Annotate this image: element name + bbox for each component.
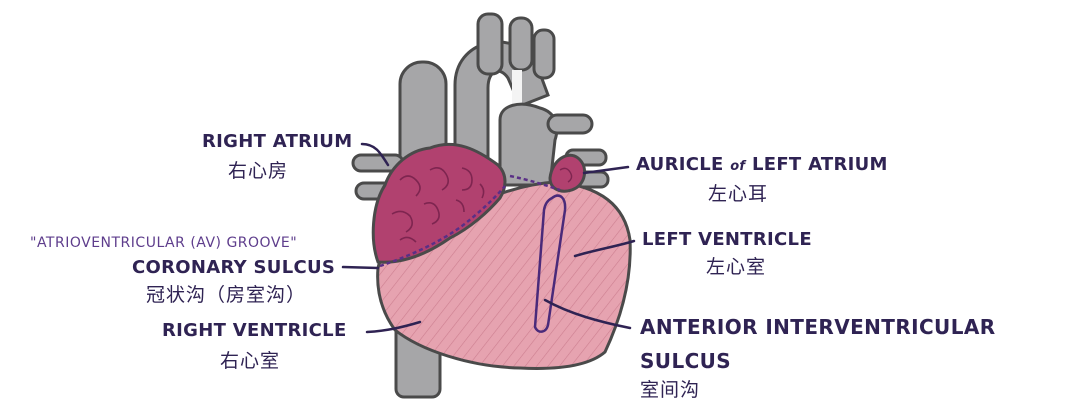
coronary-sulcus-line xyxy=(379,185,506,268)
leader-auricle xyxy=(582,165,630,175)
right-ventricle-label-zh: 右心室 xyxy=(220,350,281,372)
anterior-interventricular-sulcus-label-line2: SULCUS xyxy=(640,349,732,373)
auricle-shape xyxy=(548,153,586,193)
leader-left-ventricle xyxy=(573,239,636,258)
coronary-sulcus-line-right xyxy=(509,174,561,192)
right-atrium-label-zh: 右心房 xyxy=(228,160,289,182)
right-ventricle-label: RIGHT VENTRICLE xyxy=(162,320,347,341)
leader-right-atrium xyxy=(360,142,390,167)
auricle-left-atrium-label: AURICLE of LEFT ATRIUM xyxy=(636,156,888,174)
right-atrium-shape xyxy=(371,142,507,264)
interventricular-sulcus-outline xyxy=(533,194,567,333)
left-ventricle-label: LEFT VENTRICLE xyxy=(642,229,812,250)
auricle-label-of: of xyxy=(730,159,746,174)
anterior-interventricular-sulcus-label: ANTERIOR INTERVENTRICULAR xyxy=(640,315,996,339)
av-groove-alias-label: "ATRIOVENTRICULAR (AV) GROOVE" xyxy=(30,235,298,251)
auricle-label-pre: AURICLE xyxy=(636,154,731,175)
pulmonary-trunk xyxy=(498,102,594,187)
auricle-label-post: LEFT ATRIUM xyxy=(745,154,888,175)
leader-interventricular xyxy=(543,298,632,330)
leader-coronary-sulcus xyxy=(341,265,380,270)
right-atrium-label: RIGHT ATRIUM xyxy=(202,131,353,152)
coronary-sulcus-label-zh: 冠状沟（房室沟） xyxy=(146,284,307,306)
anterior-interventricular-sulcus-label-zh: 室间沟 xyxy=(640,379,701,401)
auricle-left-atrium-label-zh: 左心耳 xyxy=(708,183,769,205)
aortic-arch xyxy=(453,12,556,177)
leader-right-ventricle xyxy=(365,320,422,334)
coronary-sulcus-label: CORONARY SULCUS xyxy=(132,257,336,278)
left-ventricle-label-zh: 左心室 xyxy=(706,256,767,278)
